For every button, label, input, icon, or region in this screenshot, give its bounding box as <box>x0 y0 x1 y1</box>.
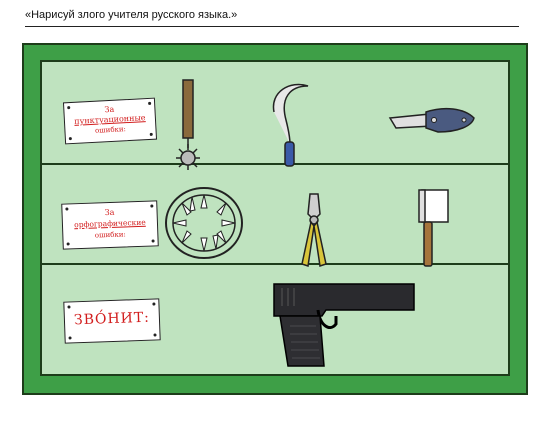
page-title: «Нарисуй злого учителя русского языка.» <box>25 9 238 21</box>
folding-knife-icon <box>388 107 475 133</box>
label-wrong-stress: ЗВО́НИТ: <box>63 298 161 344</box>
label-spelling: За орфографические ошибки: <box>61 200 159 250</box>
label-line: За <box>104 207 115 218</box>
title-underline <box>25 26 519 27</box>
board-panel: За пунктуационные ошибки: <box>40 60 510 376</box>
shelf-divider-1 <box>42 163 508 165</box>
shelf-divider-2 <box>42 263 508 265</box>
pistol-icon <box>273 283 415 367</box>
spiked-ring-icon <box>165 187 243 259</box>
weapon-board: За пунктуационные ошибки: <box>22 43 528 395</box>
mace-icon <box>176 79 200 170</box>
label-line: ЗВО́НИТ: <box>73 309 151 329</box>
label-line: ошибки: <box>94 230 126 240</box>
sickle-icon <box>272 83 309 167</box>
label-line: орфографические <box>74 217 146 230</box>
pliers-icon <box>301 193 327 267</box>
cleaver-icon <box>418 189 449 267</box>
label-punctuation: За пунктуационные ошибки: <box>62 97 158 145</box>
